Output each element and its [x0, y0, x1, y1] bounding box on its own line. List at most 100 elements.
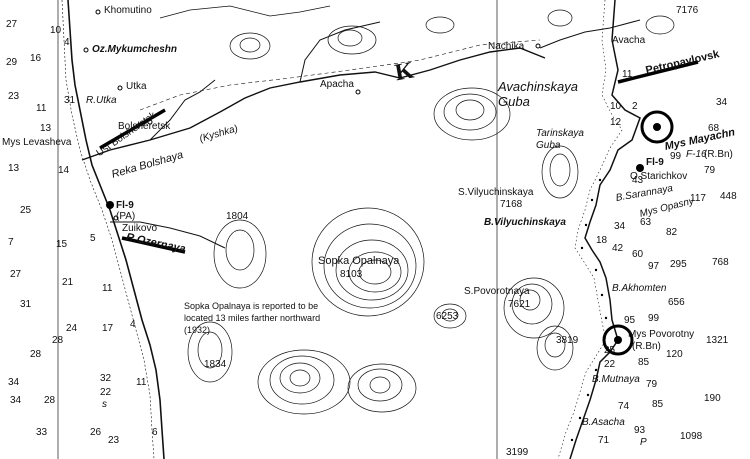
sounding-east: 82 [666, 227, 678, 238]
elev-1804: 1804 [226, 211, 249, 222]
contours-southwest-hills [257, 349, 417, 415]
fl9-right-light [636, 164, 644, 172]
sounding-east: 99 [648, 313, 660, 324]
sounding: 11 [102, 283, 113, 294]
label-avachinskaya-guba: Avachinskaya Guba [498, 79, 578, 109]
sounding-east: P [640, 437, 647, 448]
label-rbn-1: (R.Bn) [704, 149, 733, 160]
sounding: 32 [100, 373, 112, 384]
sounding: 10 [50, 25, 62, 36]
sounding: 22 [100, 387, 112, 398]
sounding-east: 43 [632, 175, 644, 186]
label-s-vilyuchinskaya: S.Vilyuchinskaya [458, 187, 534, 198]
note-line-3: (1932) [184, 325, 211, 336]
sounding-east: 95 [624, 315, 636, 326]
sounding-east: 1321 [706, 335, 729, 346]
reka-bolshaya-river [81, 47, 546, 161]
label-mys-povorotny: Mys Povorotny [628, 329, 695, 340]
sounding-east: 34 [614, 221, 626, 232]
note-line-1: Sopka Opalnaya is reported to be [184, 301, 319, 311]
opalnaya-note: Sopka Opalnaya is reported to be located… [184, 300, 320, 336]
sounding-east: 656 [668, 297, 685, 308]
sounding: 28 [52, 335, 64, 346]
apacha-marker [355, 89, 361, 95]
sounding-east: 79 [704, 165, 716, 176]
sounding: 17 [102, 323, 114, 334]
sounding: 4 [64, 37, 70, 48]
sounding: 33 [36, 427, 48, 438]
sounding: 25 [20, 205, 32, 216]
label-avacha: Avacha [612, 35, 646, 46]
contours-north-hills [229, 9, 675, 199]
east-coastline [569, 0, 641, 459]
sounding-east: 68 [708, 123, 720, 134]
label-zuikovo: Zuikovo [122, 223, 158, 234]
sounding: 14 [58, 165, 70, 176]
elev-7168: 7168 [500, 199, 523, 210]
sounding: 21 [62, 277, 74, 288]
sounding-east: 295 [670, 259, 687, 270]
sounding-east: 2 [632, 101, 638, 112]
sounding: 31 [20, 299, 32, 310]
sounding: 28 [44, 395, 56, 406]
label-tarinskaya-guba: Tarinskaya Guba [536, 128, 598, 152]
sounding-east: 85 [638, 357, 650, 368]
sounding: 23 [8, 91, 20, 102]
mys-mayachny-light-ring [640, 110, 674, 144]
elev-8103: 8103 [340, 269, 363, 280]
sounding-east: 18 [596, 235, 608, 246]
avacha-river [539, 19, 641, 49]
label-rbn-2: (R.Bn) [632, 341, 661, 352]
sounding-east: 85 [652, 399, 664, 410]
label-khomutino: Khomutino [104, 5, 152, 16]
label-utka: Utka [126, 81, 147, 92]
sounding-east: 71 [598, 435, 610, 446]
label-b-mutnaya: B.Mutnaya [592, 374, 640, 385]
sounding-east: 74 [618, 401, 630, 412]
nachika-marker [535, 43, 541, 49]
mys-mayachny-light [653, 123, 661, 131]
sounding: 28 [30, 349, 42, 360]
sounding-east: 22 [604, 359, 616, 370]
sounding: 34 [8, 377, 20, 388]
sounding-east: 25 [604, 345, 616, 356]
bolsheretsk-marker [147, 119, 153, 125]
sounding: 11 [136, 377, 147, 388]
label-f16: F-16 [686, 149, 707, 160]
label-apacha: Apacha [320, 79, 354, 90]
sounding-east: 120 [666, 349, 683, 360]
label-r-utka: R.Utka [86, 95, 117, 106]
sounding: 15 [56, 239, 68, 250]
sounding-east: 63 [640, 217, 652, 228]
sounding-east: 97 [648, 261, 660, 272]
label-pa: (PA) [116, 211, 136, 222]
river-branch [149, 79, 216, 141]
label-avachinskaya: Avachinskaya Guba [498, 79, 598, 110]
label-b-asacha: B.Asacha [582, 417, 625, 428]
zuikovo-marker [113, 215, 119, 221]
petropavlovsk-bar [617, 60, 699, 84]
label-oz-mykumcheshn: Oz.Mykumcheshn [92, 44, 178, 55]
sounding: 16 [30, 53, 42, 64]
label-s-povorotnaya: S.Povorotnaya [464, 286, 530, 297]
label-sopka-opalnaya: Sopka Opalnaya [318, 255, 400, 267]
sounding: 24 [66, 323, 78, 334]
bolsheretsk-bar [99, 108, 166, 150]
sounding-east: 768 [712, 257, 729, 268]
elev-6253: 6253 [436, 311, 459, 322]
sounding: s [102, 399, 107, 410]
mykumcheshn-marker [83, 47, 89, 53]
sounding: 29 [6, 57, 18, 68]
sounding-east: 448 [720, 191, 737, 202]
khomutino-marker [95, 9, 101, 15]
contours-povorotnaya [187, 219, 574, 383]
sounding-east: 34 [716, 97, 728, 108]
sounding-east: 42 [612, 243, 624, 254]
elev-7621: 7621 [508, 299, 531, 310]
sounding: 27 [6, 19, 18, 30]
sounding: 4 [130, 319, 136, 330]
sounding-east: 12 [610, 117, 622, 128]
sounding: 27 [10, 269, 22, 280]
label-k-letter: K [392, 57, 416, 87]
